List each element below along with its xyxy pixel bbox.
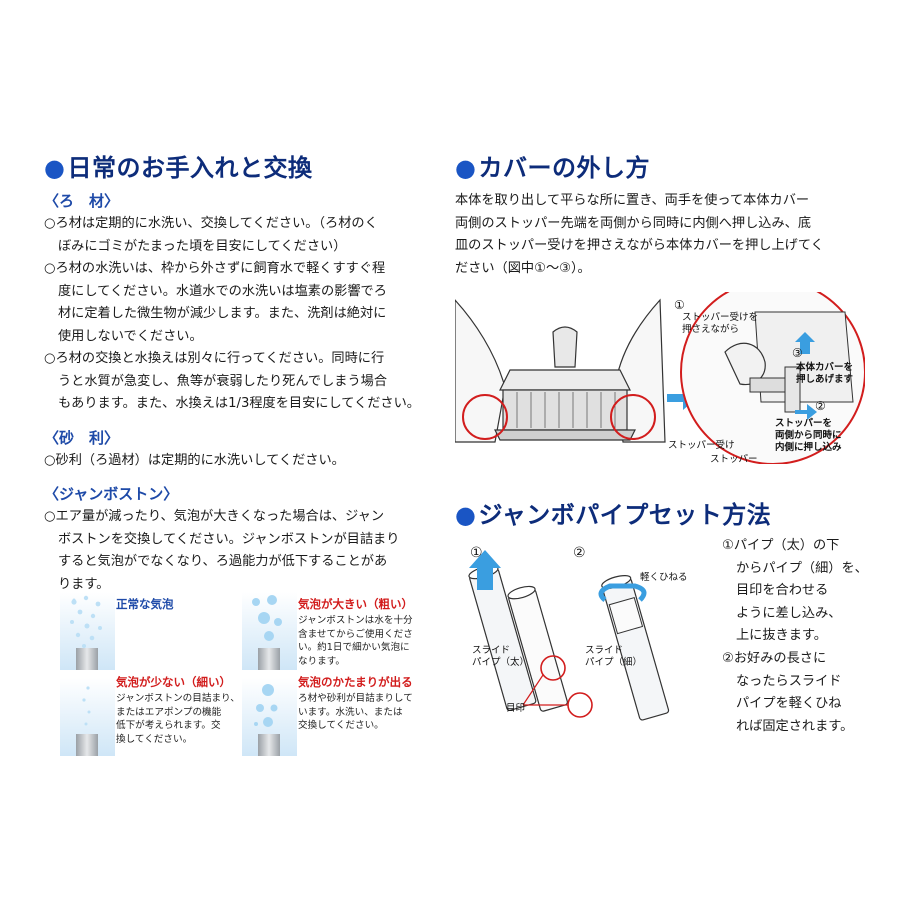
- care-title: ●日常のお手入れと交換: [44, 154, 313, 182]
- right-arrow-icon: [795, 404, 817, 420]
- pipe-step1-text: ①パイプ（太）の下 からパイプ（細）を、 目印を合わせる ように差し込み、 上に…: [722, 538, 868, 643]
- gravel-text: ○砂利（ろ過材）は定期的に水洗いしてください。: [44, 453, 345, 468]
- cover-num-3: ③: [792, 346, 803, 360]
- pipe-fig2-figure: [598, 574, 670, 721]
- gravel-heading: 〈砂 利〉: [44, 429, 120, 447]
- bubble-illustrations: [60, 592, 297, 756]
- few-bubble-text: ジャンボストンの目詰まり、 またはエアポンプの機能 低下が考えられます。交 換し…: [116, 693, 240, 745]
- slide-thick-label: スライド パイプ（太）: [472, 645, 530, 668]
- few-bubble-label: 気泡が少ない（細い）: [116, 675, 231, 689]
- twist-label: 軽くひねる: [640, 572, 688, 583]
- clump-bubble-text: ろ材や砂利が目詰まりして います。水洗い、または 交換してください。: [298, 693, 413, 732]
- pipe-fig2-num: ②: [573, 545, 586, 561]
- slide-thin-label: スライド パイプ（細）: [585, 645, 643, 668]
- large-bubble-text: ジャンボストンは水を十分 含ませてからご使用くださ い。約1日で細かい気泡に な…: [298, 615, 413, 667]
- pipe-illustration: [468, 550, 670, 721]
- zoom-detail-figure: [680, 292, 865, 464]
- pipe-fig1-num: ①: [470, 545, 483, 561]
- large-bubble-figure: [242, 592, 297, 670]
- jumbo-text: ○エア量が減ったり、気泡が大きくなった場合は、ジャン ボストンを交換してください…: [44, 509, 400, 592]
- jumbo-heading: 〈ジャンボストン〉: [44, 485, 179, 503]
- bullet-icon: ●: [455, 154, 477, 182]
- stopper-receiver-label: ストッパー受け: [668, 440, 735, 451]
- pipe-title: ●ジャンボパイプセット方法: [455, 501, 772, 529]
- twist-arrow-icon: [598, 583, 647, 602]
- filter-heading: 〈ろ 材〉: [44, 192, 120, 210]
- bullet-icon: ●: [455, 501, 477, 529]
- cover-num-1: ①: [674, 298, 685, 312]
- stopper-label: ストッパー: [710, 454, 758, 465]
- cover-text: 本体を取り出して平らな所に置き、両手を使って本体カバー 両側のストッパー先端を両…: [455, 193, 824, 276]
- cover-step1-text: ストッパー受けを 押さえながら: [682, 312, 759, 335]
- cover-title: ●カバーの外し方: [455, 154, 650, 182]
- cover-step2-text: ストッパーを 両側から同時に 内側に押し込み: [775, 418, 842, 453]
- filter-text: ○ろ材は定期的に水洗い、交換してください。（ろ材のく ぼみにゴミがたまった頃を目…: [44, 216, 420, 411]
- normal-bubble-label: 正常な気泡: [116, 597, 174, 611]
- few-bubble-figure: [60, 678, 115, 756]
- clump-bubble-label: 気泡のかたまりが出る: [298, 675, 413, 689]
- up-arrow-icon: [469, 550, 501, 590]
- cover-step3-text: 本体カバーを 押しあげます: [796, 362, 854, 385]
- pipe-step2-text: ②お好みの長さに なったらスライド パイプを軽くひね れば固定されます。: [722, 651, 854, 734]
- large-bubble-label: 気泡が大きい（粗い）: [298, 597, 413, 611]
- up-arrow-icon: [795, 332, 815, 354]
- mark-label: 目印: [506, 703, 526, 714]
- normal-bubble-figure: [60, 592, 115, 670]
- clump-bubble-figure: [242, 678, 297, 756]
- pipe-fig1-figure: [468, 550, 593, 718]
- cover-illustration: [455, 292, 865, 464]
- bullet-icon: ●: [44, 154, 66, 182]
- cover-num-2: ②: [815, 399, 826, 413]
- filter-unit-figure: [455, 298, 666, 443]
